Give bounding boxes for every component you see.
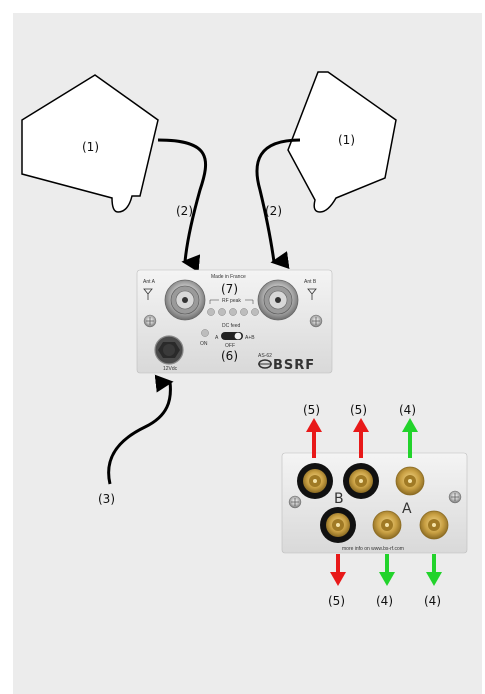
antenna-left-label: (1) <box>82 140 99 154</box>
output-label-bottom-3: (4) <box>424 594 441 608</box>
off-label: OFF <box>225 343 235 349</box>
output-group-a-label: A <box>402 501 412 517</box>
antenna-left-outline <box>21 74 159 213</box>
made-in-label: Made in France <box>211 274 246 280</box>
power-jack[interactable] <box>154 335 184 365</box>
cable-right <box>255 138 301 269</box>
led-icon <box>207 308 215 316</box>
badge-6: (6) <box>221 349 238 363</box>
output-label-bottom-2: (4) <box>376 594 393 608</box>
ant-a-label: Ant A <box>143 279 156 285</box>
arrow-down-green-icon <box>379 554 395 586</box>
badge-7: (7) <box>221 282 238 296</box>
sma-output-a-bottom-left[interactable] <box>372 510 402 540</box>
sma-output-b-top-left[interactable] <box>297 463 333 499</box>
front-panel: Ant A Ant B Made in France (7) RF peak <box>136 269 333 374</box>
website-label: more info on www.bs-rf.com <box>342 546 404 552</box>
arrow-up-red-icon <box>353 418 369 458</box>
antenna-right: (1) <box>287 71 397 213</box>
model-label: AS-62 <box>258 353 272 359</box>
bnc-connector-a[interactable] <box>164 279 206 321</box>
output-label-top-3: (4) <box>399 403 416 417</box>
rear-panel: B A more info on www.bs-rf.com <box>281 452 468 554</box>
arrow-down-green-icon <box>426 554 442 586</box>
output-arrows-top: (5) (5) (4) <box>303 403 418 458</box>
brand-logo: BSRF <box>258 358 315 373</box>
antenna-right-outline <box>287 71 397 213</box>
sma-output-b-top-right[interactable] <box>343 463 379 499</box>
cable-left-label: (2) <box>176 204 193 218</box>
dc-feed-switch[interactable] <box>221 332 243 340</box>
ant-b-label: Ant B <box>304 279 317 285</box>
sma-output-a-bottom-right[interactable] <box>419 510 449 540</box>
output-label-top-1: (5) <box>303 403 320 417</box>
arrow-up-red-icon <box>306 418 322 458</box>
power-led-icon <box>201 329 209 337</box>
sma-output-a-top[interactable] <box>395 466 425 496</box>
power-jack-label: 12Vdc <box>163 366 178 372</box>
led-icon <box>251 308 259 316</box>
led-icon <box>229 308 237 316</box>
output-label-top-2: (5) <box>350 403 367 417</box>
cable-power <box>107 374 174 485</box>
a-label: A <box>215 335 219 341</box>
rf-peak-leds <box>207 308 259 316</box>
output-group-b-label: B <box>334 491 344 507</box>
svg-text:BSRF: BSRF <box>273 358 315 373</box>
sma-output-b-bottom[interactable] <box>320 507 356 543</box>
antenna-symbol-icon <box>307 288 317 300</box>
antenna-symbol-icon <box>143 288 153 300</box>
antenna-left: (1) <box>21 74 159 213</box>
cable-right-label: (2) <box>265 204 282 218</box>
ab-label: A+B <box>245 335 255 341</box>
dc-feed-label: DC feed <box>222 323 241 329</box>
led-icon <box>218 308 226 316</box>
antenna-right-label: (1) <box>338 133 355 147</box>
arrow-down-red-icon <box>330 554 346 586</box>
arrow-up-green-icon <box>402 418 418 458</box>
cable-left <box>157 138 207 273</box>
rf-peak-label: RF peak <box>222 298 241 304</box>
cable-power-label: (3) <box>98 492 115 506</box>
output-label-bottom-1: (5) <box>328 594 345 608</box>
on-label: ON <box>200 341 208 347</box>
output-arrows-bottom: (5) (4) (4) <box>328 554 442 608</box>
led-icon <box>240 308 248 316</box>
bnc-connector-b[interactable] <box>257 279 299 321</box>
